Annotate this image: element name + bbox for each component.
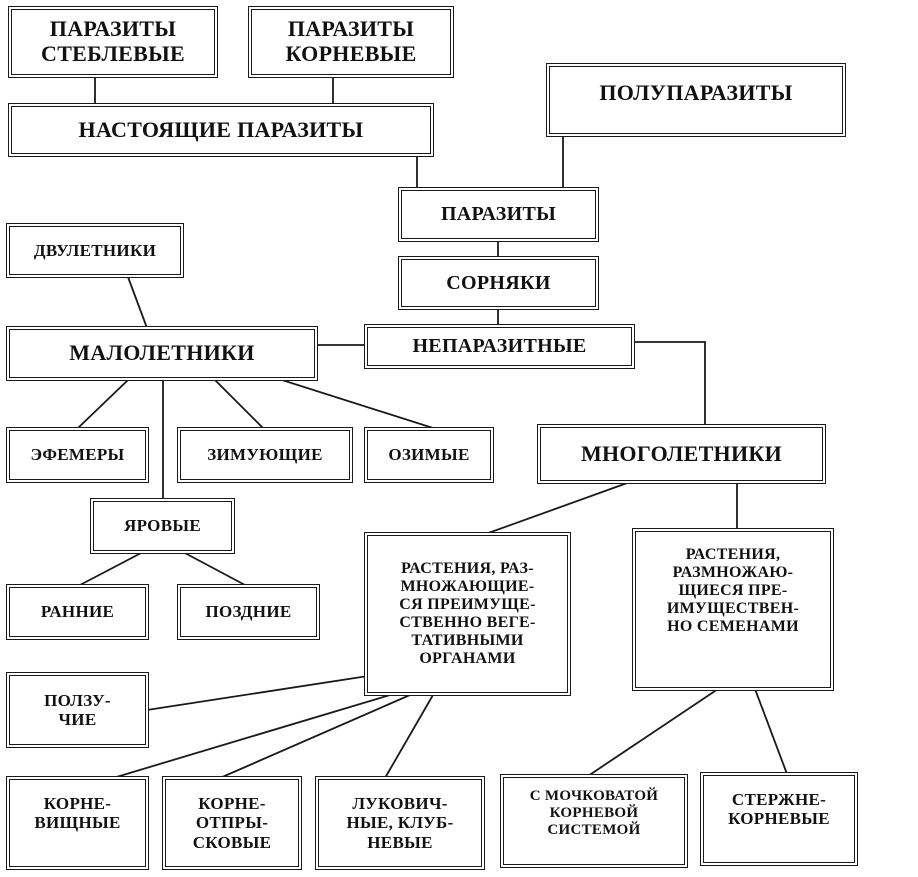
node-parasites: ПАРАЗИТЫ: [398, 187, 599, 242]
node-label: ОЗИМЫЕ: [388, 445, 470, 465]
node-label: МАЛОЛЕТНИКИ: [69, 340, 255, 366]
node-label: ПОЛЗУ- ЧИЕ: [44, 690, 111, 729]
node-label: МНОГОЛЕТНИКИ: [580, 440, 783, 466]
node-label: ПОЛУПАРАЗИТЫ: [599, 80, 793, 105]
node-label: НАСТОЯЩИЕ ПАРАЗИТЫ: [78, 116, 364, 142]
node-winter: ОЗИМЫЕ: [364, 427, 494, 483]
node-label: ЭФЕМЕРЫ: [30, 445, 125, 465]
node-late: ПОЗДНИЕ: [177, 584, 320, 640]
node-spring: ЯРОВЫЕ: [90, 498, 235, 554]
node-label: ЛУКОВИЧ- НЫЕ, КЛУБ- НЕВЫЕ: [346, 794, 454, 852]
edge-vegetative-root-sprout: [219, 694, 411, 779]
node-vegetative: РАСТЕНИЯ, РАЗ- МНОЖАЮЩИЕ- СЯ ПРЕИМУЩЕ- С…: [364, 532, 571, 696]
edge-perennials-vegetative: [479, 481, 631, 537]
node-label: ДВУЛЕТНИКИ: [33, 240, 157, 260]
node-ephemers: ЭФЕМЕРЫ: [6, 427, 149, 483]
edge-seed-fibrous-root: [587, 688, 719, 777]
node-label: ПОЗДНИЕ: [205, 602, 292, 622]
node-label: СОРНЯКИ: [446, 271, 551, 294]
node-label: СТЕРЖНЕ- КОРНЕВЫЕ: [728, 790, 830, 829]
edge-spring-early: [79, 551, 144, 586]
node-rhizome: КОРНЕ- ВИЩНЫЕ: [6, 776, 149, 870]
edge-biennials-annuals: [127, 276, 148, 329]
node-non-parasitic: НЕПАРАЗИТНЫЕ: [364, 324, 635, 369]
node-root-sprout: КОРНЕ- ОТПРЫ- СКОВЫЕ: [162, 776, 302, 870]
node-label: ПАРАЗИТЫ СТЕБЛЕВЫЕ: [41, 16, 185, 66]
node-seed: РАСТЕНИЯ, РАЗМНОЖАЮ- ЩИЕСЯ ПРЕ- ИМУЩЕСТВ…: [632, 528, 834, 691]
node-wintering: ЗИМУЮЩИЕ: [177, 427, 353, 483]
edge-spring-late: [182, 551, 246, 586]
node-early: РАННИЕ: [6, 584, 149, 640]
edge-annuals-winter: [281, 379, 434, 429]
node-label: ПАРАЗИТЫ КОРНЕВЫЕ: [285, 16, 417, 66]
node-label: С МОЧКОВАТОЙ КОРНЕВОЙ СИСТЕМОЙ: [529, 788, 659, 838]
node-label: ЯРОВЫЕ: [124, 516, 201, 536]
node-perennials: МНОГОЛЕТНИКИ: [537, 424, 826, 484]
node-label: ПАРАЗИТЫ: [440, 203, 557, 226]
node-label: КОРНЕ- ОТПРЫ- СКОВЫЕ: [192, 794, 272, 852]
node-label: РАСТЕНИЯ, РАЗМНОЖАЮ- ЩИЕСЯ ПРЕ- ИМУЩЕСТВ…: [666, 546, 800, 635]
node-stem-parasites: ПАРАЗИТЫ СТЕБЛЕВЫЕ: [8, 6, 218, 78]
edge-vegetative-bulb-tuber: [384, 694, 434, 779]
edge-vegetative-rhizome: [112, 694, 391, 779]
node-weeds: СОРНЯКИ: [398, 256, 599, 310]
node-label: РАННИЕ: [40, 602, 115, 622]
edge-vegetative-creeping: [146, 675, 369, 711]
node-creeping: ПОЛЗУ- ЧИЕ: [6, 672, 149, 748]
node-root-parasites: ПАРАЗИТЫ КОРНЕВЫЕ: [248, 6, 454, 78]
node-fibrous-root: С МОЧКОВАТОЙ КОРНЕВОЙ СИСТЕМОЙ: [500, 774, 688, 868]
edge-annuals-wintering: [214, 379, 264, 429]
node-label: РАСТЕНИЯ, РАЗ- МНОЖАЮЩИЕ- СЯ ПРЕИМУЩЕ- С…: [399, 560, 536, 667]
node-semi-parasites: ПОЛУПАРАЗИТЫ: [546, 63, 846, 137]
node-true-parasites: НАСТОЯЩИЕ ПАРАЗИТЫ: [8, 103, 434, 157]
edge-annuals-ephemers: [77, 379, 129, 429]
node-annuals: МАЛОЛЕТНИКИ: [6, 326, 318, 381]
node-taproot: СТЕРЖНЕ- КОРНЕВЫЕ: [700, 772, 858, 866]
node-label: НЕПАРАЗИТНЫЕ: [412, 335, 587, 358]
edge-seed-taproot: [754, 688, 788, 775]
node-label: ЗИМУЮЩИЕ: [207, 445, 323, 465]
node-biennials: ДВУЛЕТНИКИ: [6, 223, 184, 278]
edge-non-parasitic-perennials: [635, 341, 706, 428]
node-label: КОРНЕ- ВИЩНЫЕ: [34, 794, 121, 833]
node-bulb-tuber: ЛУКОВИЧ- НЫЕ, КЛУБ- НЕВЫЕ: [315, 776, 485, 870]
